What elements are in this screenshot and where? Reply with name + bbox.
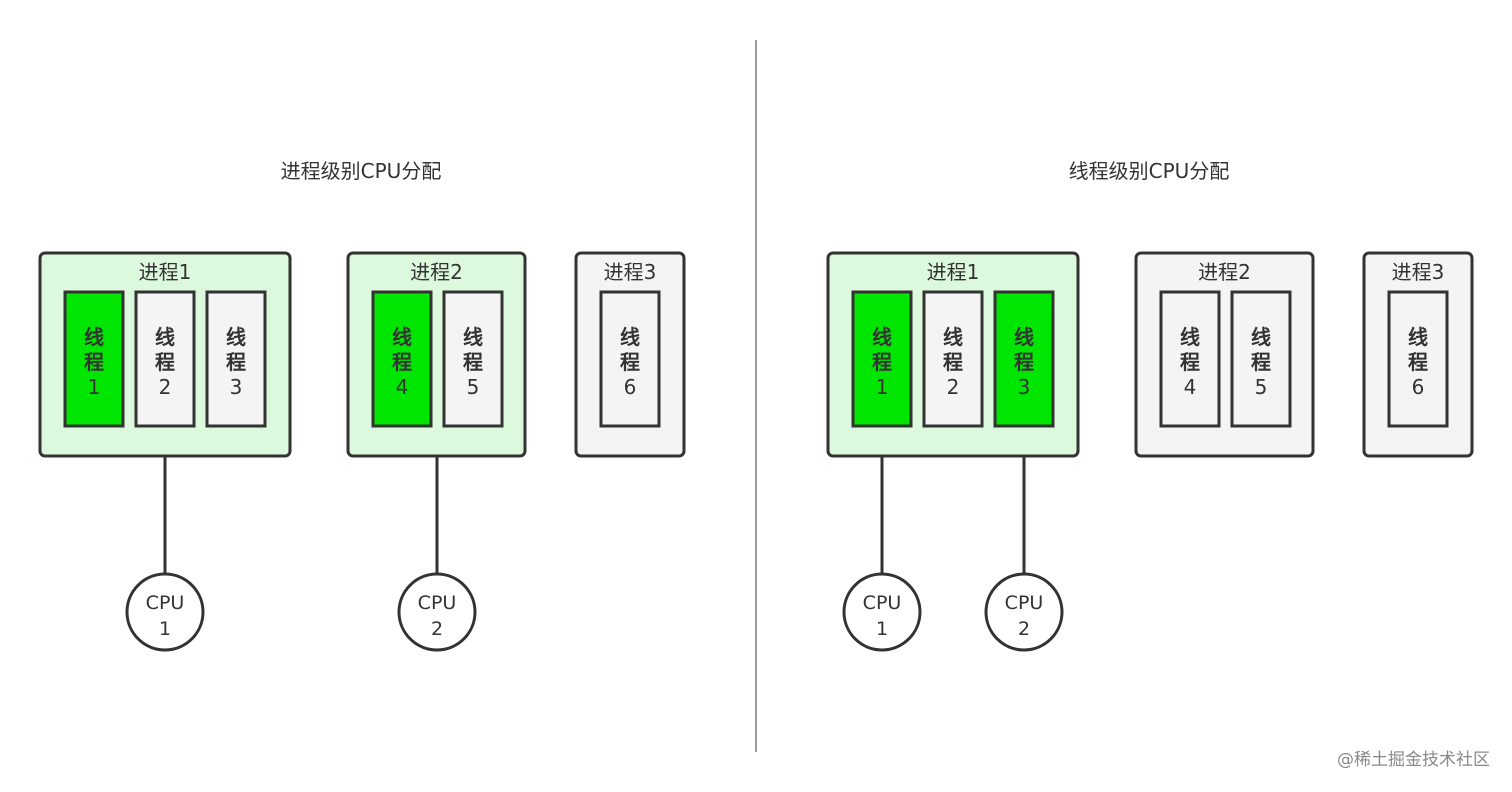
thread-label-char: 线 bbox=[1180, 325, 1200, 349]
cpu-label: CPU bbox=[146, 592, 185, 614]
thread-label-char: 程 bbox=[1408, 350, 1428, 374]
thread-label-char: 线 bbox=[155, 325, 175, 349]
thread-label-char: 线 bbox=[392, 325, 412, 349]
cpu-node bbox=[984, 572, 1064, 652]
thread-label-char: 线 bbox=[872, 325, 892, 349]
cpu-node bbox=[125, 572, 205, 652]
thread-number: 4 bbox=[1184, 375, 1197, 399]
thread-label-char: 线 bbox=[226, 325, 246, 349]
thread-number: 6 bbox=[624, 375, 637, 399]
cpu-label: CPU bbox=[863, 592, 902, 614]
thread-number: 2 bbox=[947, 375, 960, 399]
thread-label-char: 程 bbox=[84, 350, 104, 374]
thread-box bbox=[1387, 290, 1449, 428]
thread-label-char: 线 bbox=[1251, 325, 1271, 349]
thread-label-char: 程 bbox=[226, 350, 246, 374]
panel-title: 进程级别CPU分配 bbox=[281, 159, 442, 183]
thread-number: 5 bbox=[467, 375, 480, 399]
cpu-number: 1 bbox=[876, 618, 888, 640]
process-label: 进程3 bbox=[604, 260, 657, 284]
thread-label-char: 程 bbox=[1180, 350, 1200, 374]
thread-label-char: 程 bbox=[943, 350, 963, 374]
thread-label-char: 线 bbox=[943, 325, 963, 349]
process-label: 进程1 bbox=[927, 260, 980, 284]
process-label: 进程3 bbox=[1392, 260, 1445, 284]
thread-box bbox=[371, 290, 433, 428]
cpu-number: 2 bbox=[1018, 618, 1030, 640]
thread-number: 6 bbox=[1412, 375, 1425, 399]
thread-label-char: 程 bbox=[392, 350, 412, 374]
thread-label-char: 线 bbox=[1408, 325, 1428, 349]
thread-label-char: 线 bbox=[620, 325, 640, 349]
thread-label-char: 程 bbox=[872, 350, 892, 374]
thread-label-char: 程 bbox=[155, 350, 175, 374]
thread-box bbox=[851, 290, 913, 428]
thread-box bbox=[993, 290, 1055, 428]
thread-number: 5 bbox=[1255, 375, 1268, 399]
thread-label-char: 线 bbox=[1014, 325, 1034, 349]
thread-number: 3 bbox=[1018, 375, 1031, 399]
thread-label-char: 线 bbox=[84, 325, 104, 349]
thread-number: 4 bbox=[396, 375, 409, 399]
cpu-number: 1 bbox=[159, 618, 171, 640]
process-label: 进程2 bbox=[410, 260, 463, 284]
thread-box bbox=[63, 290, 125, 428]
thread-number: 2 bbox=[159, 375, 172, 399]
panel-1: 进程级别CPU分配进程1线程1线程2线程3进程2线程4线程5进程3线程6CPU1… bbox=[38, 159, 686, 652]
panel-title: 线程级别CPU分配 bbox=[1069, 159, 1230, 183]
thread-label-char: 程 bbox=[1014, 350, 1034, 374]
thread-box bbox=[134, 290, 196, 428]
thread-label-char: 线 bbox=[463, 325, 483, 349]
thread-number: 1 bbox=[88, 375, 101, 399]
cpu-number: 2 bbox=[431, 618, 443, 640]
thread-box bbox=[1159, 290, 1221, 428]
cpu-label: CPU bbox=[1005, 592, 1044, 614]
thread-box bbox=[205, 290, 267, 428]
thread-label-char: 程 bbox=[463, 350, 483, 374]
thread-box bbox=[599, 290, 661, 428]
connector-layer bbox=[163, 456, 439, 574]
watermark: @稀土掘金技术社区 bbox=[1337, 750, 1490, 770]
process-label: 进程1 bbox=[139, 260, 192, 284]
process-label: 进程2 bbox=[1198, 260, 1251, 284]
thread-box bbox=[442, 290, 504, 428]
cpu-node bbox=[397, 572, 477, 652]
cpu-label: CPU bbox=[418, 592, 457, 614]
thread-number: 1 bbox=[876, 375, 889, 399]
panel-2: 线程级别CPU分配进程1线程1线程2线程3进程2线程4线程5进程3线程6CPU1… bbox=[826, 159, 1474, 652]
thread-label-char: 程 bbox=[1251, 350, 1271, 374]
thread-number: 3 bbox=[230, 375, 243, 399]
thread-box bbox=[922, 290, 984, 428]
thread-box bbox=[1230, 290, 1292, 428]
cpu-node bbox=[842, 572, 922, 652]
thread-label-char: 程 bbox=[620, 350, 640, 374]
